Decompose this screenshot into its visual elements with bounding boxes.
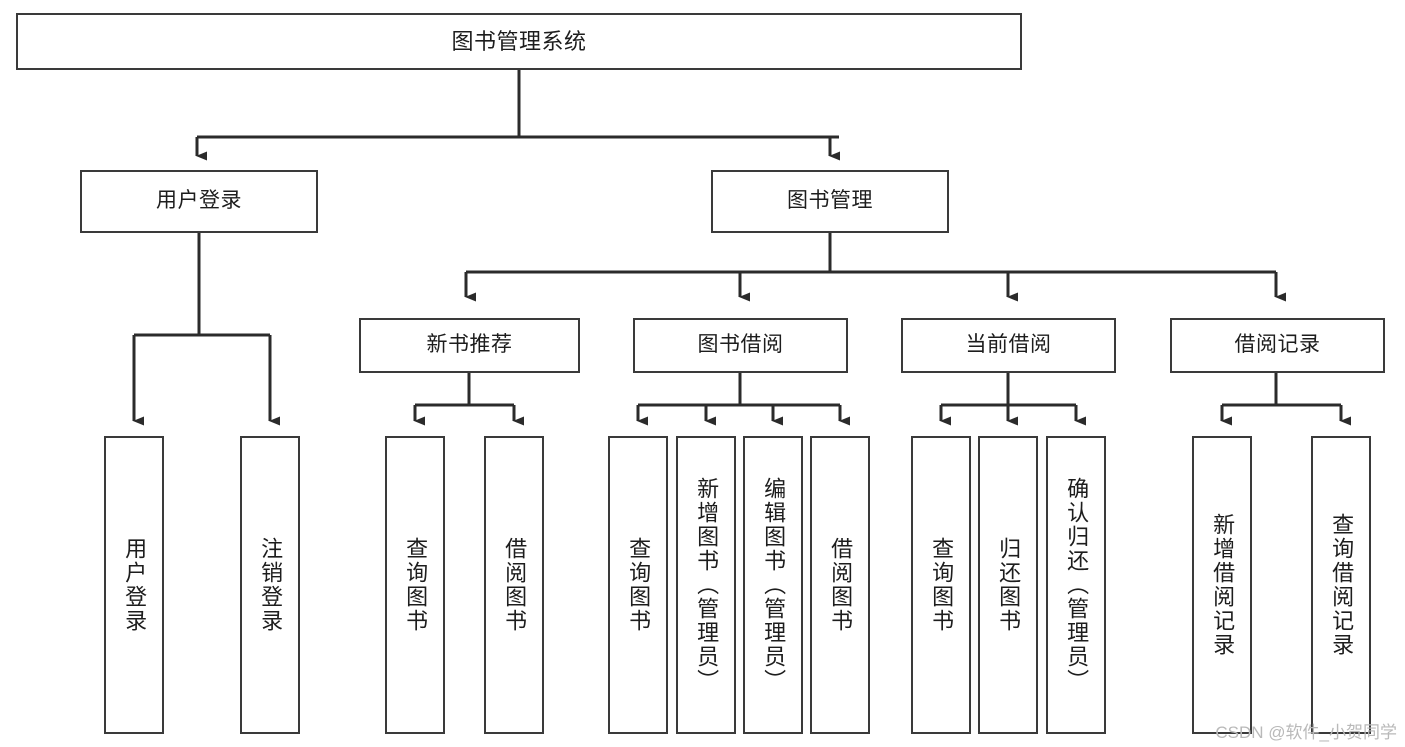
node-label: 编辑图书（管理员） xyxy=(761,477,787,693)
node-label: 确认归还（管理员） xyxy=(1064,477,1090,693)
node-label: 查询图书 xyxy=(929,537,955,633)
node-label: 注销登录 xyxy=(258,537,284,633)
node-label: 当前借阅 xyxy=(965,333,1052,357)
watermark-text: CSDN @软件_小贺同学 xyxy=(1215,723,1397,742)
node-leaf-borrow-book-recommend[interactable]: 借阅图书 xyxy=(484,436,544,734)
node-root-book-management-system[interactable]: 图书管理系统 xyxy=(16,13,1022,70)
node-leaf-borrow-book[interactable]: 借阅图书 xyxy=(810,436,870,734)
node-label: 借阅图书 xyxy=(828,537,854,633)
node-label: 图书管理系统 xyxy=(451,28,587,54)
node-book-management[interactable]: 图书管理 xyxy=(711,170,949,233)
node-leaf-query-book-current[interactable]: 查询图书 xyxy=(911,436,971,734)
node-leaf-logout[interactable]: 注销登录 xyxy=(240,436,300,734)
node-label: 借阅记录 xyxy=(1234,333,1321,357)
node-borrow-record[interactable]: 借阅记录 xyxy=(1170,318,1385,373)
node-label: 新增借阅记录 xyxy=(1210,513,1236,657)
node-user-login[interactable]: 用户登录 xyxy=(80,170,318,233)
node-label: 新增图书（管理员） xyxy=(694,477,720,693)
node-leaf-query-borrow-record[interactable]: 查询借阅记录 xyxy=(1311,436,1371,734)
node-leaf-user-login[interactable]: 用户登录 xyxy=(104,436,164,734)
node-label: 借阅图书 xyxy=(502,537,528,633)
node-label: 用户登录 xyxy=(156,189,242,213)
node-leaf-query-book-borrow[interactable]: 查询图书 xyxy=(608,436,668,734)
node-label: 新书推荐 xyxy=(426,333,513,357)
node-current-borrow[interactable]: 当前借阅 xyxy=(901,318,1116,373)
node-leaf-add-book[interactable]: 新增图书（管理员） xyxy=(676,436,736,734)
node-label: 查询图书 xyxy=(403,537,429,633)
node-leaf-edit-book[interactable]: 编辑图书（管理员） xyxy=(743,436,803,734)
node-label: 图书管理 xyxy=(787,189,873,213)
node-leaf-return-book[interactable]: 归还图书 xyxy=(978,436,1038,734)
node-label: 查询借阅记录 xyxy=(1329,513,1355,657)
node-label: 查询图书 xyxy=(626,537,652,633)
node-book-borrow[interactable]: 图书借阅 xyxy=(633,318,848,373)
node-label: 用户登录 xyxy=(122,537,148,633)
node-leaf-add-borrow-record[interactable]: 新增借阅记录 xyxy=(1192,436,1252,734)
node-new-book-recommend[interactable]: 新书推荐 xyxy=(359,318,580,373)
node-label: 图书借阅 xyxy=(697,333,784,357)
node-leaf-confirm-return[interactable]: 确认归还（管理员） xyxy=(1046,436,1106,734)
node-leaf-query-book-recommend[interactable]: 查询图书 xyxy=(385,436,445,734)
node-label: 归还图书 xyxy=(996,537,1022,633)
